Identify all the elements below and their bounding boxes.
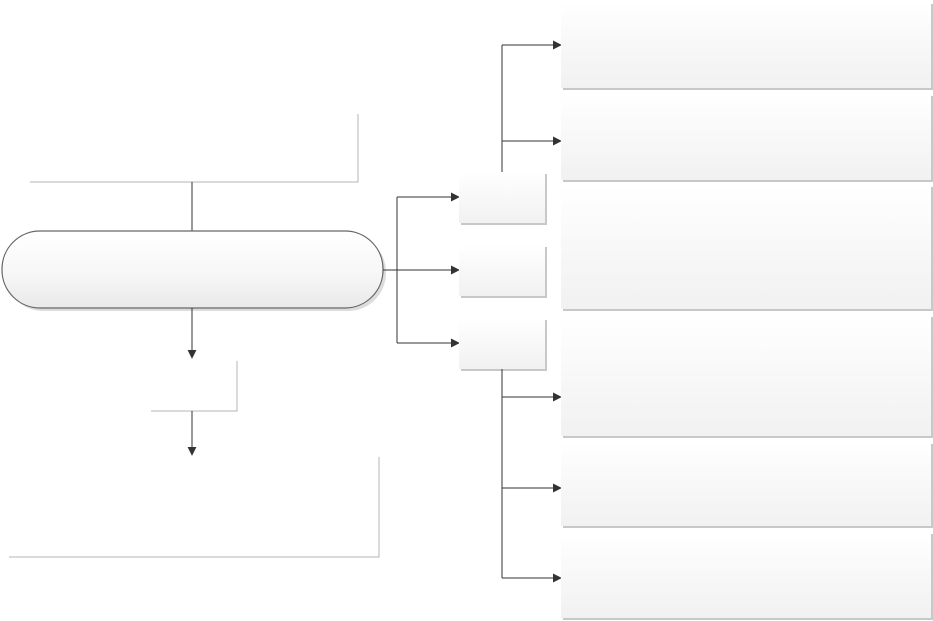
right-box-3-shape: [561, 185, 931, 309]
branch-box-3-shape: [459, 318, 545, 369]
lower-connectors: [501, 369, 562, 583]
right-box-1-shape: [561, 2, 931, 88]
bottom-left-box-outline: [9, 457, 380, 558]
pill-branch-connectors: [383, 192, 460, 348]
right-box-2-shape: [561, 94, 931, 180]
right-box-3: [561, 185, 933, 311]
branch-box-2: [459, 245, 547, 298]
upper-connectors: [501, 40, 562, 172]
right-box-4-shape: [561, 315, 931, 436]
right-box-6-shape: [561, 532, 931, 618]
mid-small-box-outline: [151, 361, 238, 412]
right-box-5-shape: [561, 442, 931, 526]
center-pill-shape: [1, 230, 384, 309]
top-left-box-outline: [30, 114, 359, 183]
right-box-4: [561, 315, 933, 438]
center-pill: [1, 230, 386, 311]
right-box-1: [561, 2, 933, 90]
branch-box-3: [459, 318, 547, 371]
branch-box-2-shape: [459, 245, 545, 296]
branch-box-1-shape: [459, 172, 545, 223]
bottom-left-box: [9, 457, 380, 558]
right-box-6: [561, 532, 933, 620]
right-box-5: [561, 442, 933, 528]
mid-small-box: [151, 361, 238, 412]
right-box-2: [561, 94, 933, 182]
branch-box-1: [459, 172, 547, 225]
top-left-box: [30, 114, 359, 183]
